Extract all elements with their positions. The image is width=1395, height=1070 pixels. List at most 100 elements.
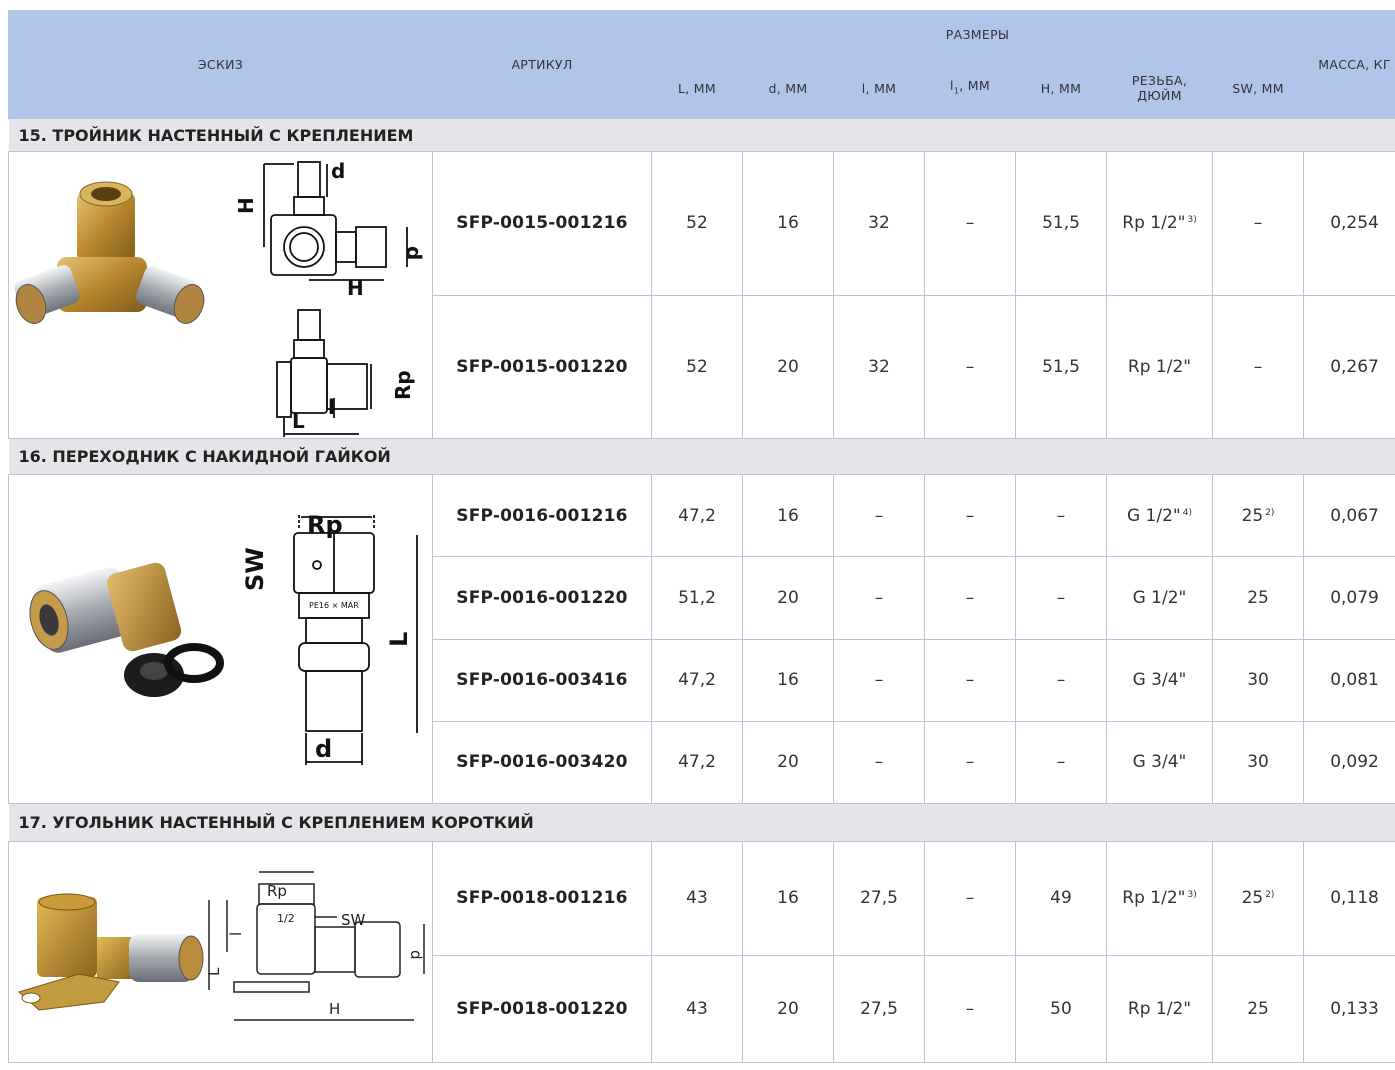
table-row: SFP-0016-003416 47,2 16 – – – G 3/4" 30 …	[9, 638, 1395, 722]
dim-label-L: L	[292, 409, 305, 433]
cell-SW: –	[1211, 151, 1305, 296]
cell-l1: –	[924, 841, 1016, 956]
cell-mass: 0,092	[1303, 720, 1395, 805]
header-sizes: РАЗМЕРЫ	[650, 10, 1305, 58]
header-l: l, ММ	[833, 57, 925, 119]
cell-mass: 0,079	[1303, 556, 1395, 640]
cell-d: 20	[742, 556, 834, 640]
cell-thread: G 3/4"	[1106, 638, 1213, 722]
article: SFP-0015-001220	[432, 294, 652, 439]
thread-size-label: 1/2	[277, 912, 295, 925]
cell-mass: 0,254	[1303, 151, 1395, 296]
cell-thread: G 1/2"	[1106, 556, 1213, 640]
table-row: Rp 1/2 SW l L d H SFP-0018-001216 43 16 …	[8, 841, 1395, 1063]
cell-H: –	[1015, 638, 1107, 722]
header-l1: l1, ММ	[924, 57, 1016, 119]
section-title: 17. УГОЛЬНИК НАСТЕННЫЙ С КРЕПЛЕНИЕМ КОРО…	[8, 803, 1395, 842]
cell-H: –	[1015, 720, 1107, 805]
cell-d: 16	[742, 473, 834, 558]
header-thread: РЕЗЬБА,ДЮЙМ	[1106, 57, 1213, 119]
article: SFP-0016-003420	[432, 720, 652, 805]
cell-d: 20	[742, 720, 834, 805]
dim-label-d-right: d	[402, 246, 426, 260]
header-L: L, ММ	[651, 57, 743, 119]
cell-l: –	[833, 473, 925, 558]
cell-l1: –	[924, 954, 1016, 1063]
cell-H: –	[1015, 556, 1107, 640]
cell-mass: 0,081	[1303, 638, 1395, 722]
table-row: SFP-0015-001220 52 20 32 – 51,5 Rp 1/2" …	[9, 294, 1395, 439]
sketch-16: Rp SW PE16 × MAR L d	[8, 474, 433, 804]
elbow-drawing	[208, 871, 425, 1021]
cell-L: 51,2	[651, 556, 743, 640]
cell-H: 51,5	[1015, 294, 1107, 439]
cell-thread: Rp 1/2"3)	[1106, 841, 1213, 956]
table-row: d H d H Rp	[8, 151, 1395, 439]
section-title: 15. ТРОЙНИК НАСТЕННЫЙ С КРЕПЛЕНИЕМ	[8, 118, 1395, 152]
dim-label-L: L	[205, 967, 223, 976]
dim-label-Rp: Rp	[307, 511, 343, 539]
cell-l1: –	[924, 720, 1016, 805]
cell-d: 16	[742, 841, 834, 956]
cell-l1: –	[924, 556, 1016, 640]
cell-d: 20	[742, 954, 834, 1063]
tee-drawing-top	[263, 161, 408, 281]
article: SFP-0018-001216	[432, 841, 652, 956]
dim-label-Rp: Rp	[391, 370, 415, 400]
dim-label-H: H	[329, 1000, 340, 1018]
sketch-15: d H d H Rp	[8, 151, 433, 439]
cell-d: 16	[742, 151, 834, 296]
cell-H: 49	[1015, 841, 1107, 956]
fittings-spec-table: ЭСКИЗ АРТИКУЛ РАЗМЕРЫ МАССА, КГ L, ММ d,…	[8, 10, 1395, 1063]
cell-L: 52	[651, 151, 743, 296]
cell-l: –	[833, 720, 925, 805]
cell-thread: Rp 1/2"	[1106, 954, 1213, 1063]
cell-mass: 0,118	[1303, 841, 1395, 956]
cell-d: 20	[742, 294, 834, 439]
dim-label-l: l	[328, 395, 335, 419]
short-elbow-image: Rp 1/2 SW l L d H	[18, 871, 425, 1021]
cell-l1: –	[924, 638, 1016, 722]
tee-wall-fitting-image: d H d H Rp	[14, 159, 426, 437]
cell-H: 50	[1015, 954, 1107, 1063]
cell-l: 32	[833, 294, 925, 439]
cell-d: 16	[742, 638, 834, 722]
article: SFP-0018-001220	[432, 954, 652, 1063]
cell-l1: –	[924, 151, 1016, 296]
dim-label-l: l	[227, 932, 245, 936]
header-article: АРТИКУЛ	[432, 10, 652, 119]
section-title: 16. ПЕРЕХОДНИК С НАКИДНОЙ ГАЙКОЙ	[8, 438, 1395, 475]
cell-thread: G 3/4"	[1106, 720, 1213, 805]
cell-SW: 30	[1211, 638, 1305, 722]
dim-label-H-bottom: H	[347, 276, 364, 300]
article: SFP-0016-001220	[432, 556, 652, 640]
cell-l: 32	[833, 151, 925, 296]
cell-mass: 0,067	[1303, 473, 1395, 558]
sketch-17: Rp 1/2 SW l L d H	[8, 841, 433, 1063]
cell-L: 47,2	[651, 473, 743, 558]
table-row: SFP-0016-003420 47,2 20 – – – G 3/4" 30 …	[9, 720, 1395, 805]
cell-SW: 30	[1211, 720, 1305, 805]
adapter-photo	[29, 562, 224, 697]
cell-SW: 25	[1211, 556, 1305, 640]
cell-mass: 0,133	[1303, 954, 1395, 1063]
cell-l1: –	[924, 294, 1016, 439]
table-row: Rp SW PE16 × MAR L d SFP-0016-001216 47,…	[8, 473, 1395, 804]
cell-SW: 25	[1211, 954, 1305, 1063]
dim-label-Rp: Rp	[267, 882, 287, 900]
dim-label-d-top: d	[331, 159, 345, 183]
cell-l1: –	[924, 473, 1016, 558]
dim-label-H-left: H	[234, 197, 258, 214]
cell-L: 43	[651, 954, 743, 1063]
cell-L: 47,2	[651, 720, 743, 805]
cell-H: 51,5	[1015, 151, 1107, 296]
dim-label-SW: SW	[241, 547, 269, 591]
cell-H: –	[1015, 473, 1107, 558]
elbow-photo	[18, 893, 204, 1011]
adapter-drawing	[293, 515, 418, 765]
article: SFP-0016-001216	[432, 473, 652, 558]
header-sketch: ЭСКИЗ	[8, 10, 433, 119]
union-adapter-image: Rp SW PE16 × MAR L d	[29, 511, 418, 765]
